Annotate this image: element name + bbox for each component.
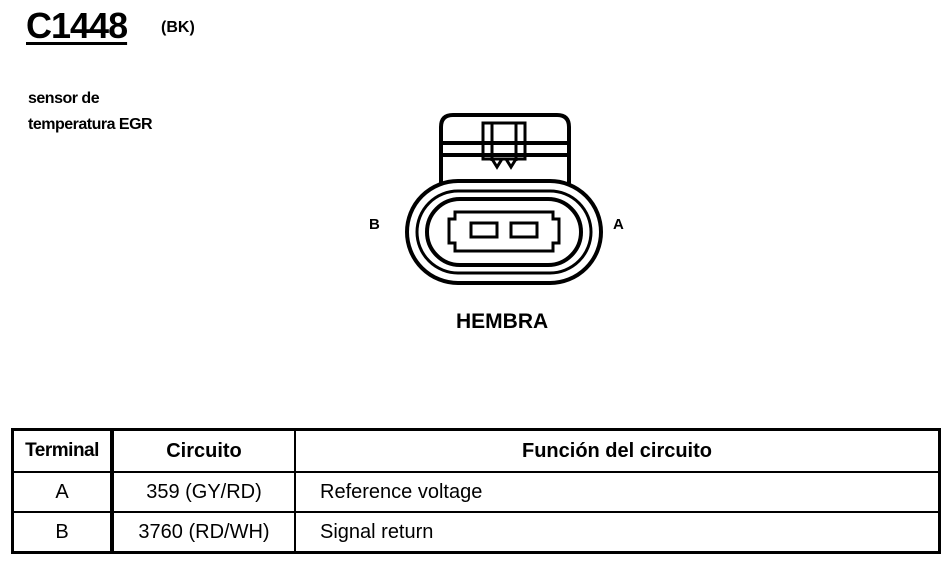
cell-circuit: 3760 (RD/WH): [111, 511, 296, 554]
terminal-slot-b: [469, 221, 499, 239]
pinout-table: Terminal Circuito Función del circuito A…: [11, 428, 941, 554]
component-description-line2: temperatura EGR: [28, 116, 153, 133]
connector-latch-tab: [481, 121, 527, 161]
connector-terminal-housing: [447, 210, 561, 253]
cell-terminal: A: [11, 471, 114, 513]
component-description-line1: sensor de: [28, 90, 100, 107]
connector-face-diagram: [405, 113, 603, 285]
table-row: B 3760 (RD/WH) Signal return: [11, 511, 941, 554]
header-circuit-function: Función del circuito: [294, 428, 941, 473]
pin-label-b: B: [369, 216, 380, 233]
connector-id: C1448: [26, 5, 128, 46]
connector-latch-tab-tooth: [490, 158, 518, 170]
connector-color-code: (BK): [161, 19, 195, 36]
terminal-slot-a: [509, 221, 539, 239]
cell-function: Signal return: [294, 511, 941, 554]
header-circuit: Circuito: [111, 428, 296, 473]
cell-circuit: 359 (GY/RD): [111, 471, 296, 513]
table-row: A 359 (GY/RD) Reference voltage: [11, 471, 941, 513]
component-description: sensor de temperatura EGR: [28, 86, 153, 138]
cell-terminal: B: [11, 511, 114, 554]
pin-label-a: A: [613, 216, 624, 233]
header-terminal: Terminal: [11, 428, 114, 473]
connector-seal-ring-outer: [415, 189, 593, 275]
connector-outer-body: [405, 179, 603, 285]
connector-seal-ring-inner: [425, 197, 583, 267]
cell-function: Reference voltage: [294, 471, 941, 513]
connector-latch-housing: [439, 113, 571, 187]
connector-gender-label: HEMBRA: [456, 310, 549, 333]
pinout-table-header-row: Terminal Circuito Función del circuito: [11, 428, 941, 473]
